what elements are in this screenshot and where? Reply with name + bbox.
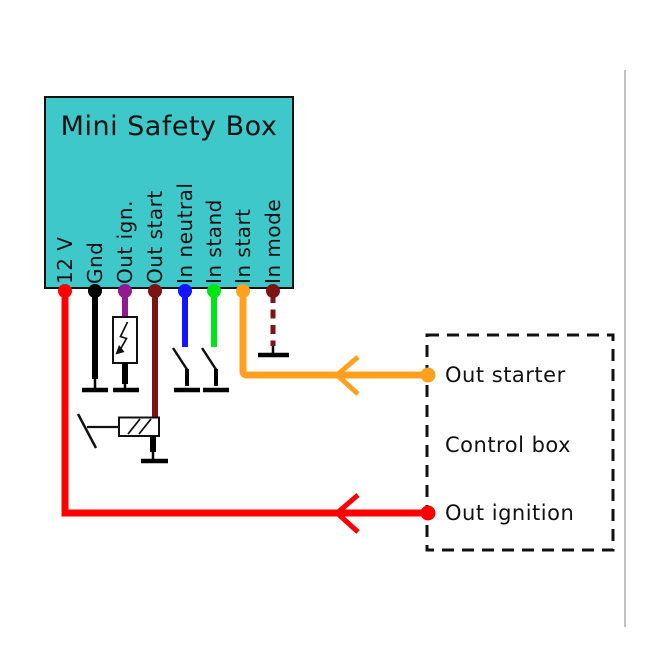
pin-dot-in-mode — [266, 284, 280, 298]
terminal-dot-out-ignition — [420, 505, 436, 521]
pin-label-in-start: In start — [231, 208, 255, 284]
switch-blade-neutral — [171, 347, 189, 371]
relay-switch-blade — [76, 413, 98, 449]
pin-label-in-mode: In mode — [261, 198, 285, 284]
control-box-name: Control box — [445, 433, 572, 457]
control-box — [425, 333, 615, 552]
control-box-port-out-starter: Out starter — [445, 363, 566, 387]
wire-12v — [61, 291, 428, 517]
mini-safety-box — [44, 96, 294, 289]
pin-label-gnd: Gnd — [83, 241, 107, 284]
terminal-dot-out-starter — [420, 367, 436, 383]
safety-box-title: Mini Safety Box — [60, 111, 278, 142]
pin-label-out-ign: Out ign. — [113, 200, 137, 284]
pin-dot-in-neutral — [178, 284, 192, 298]
pin-dot-12v — [58, 284, 72, 298]
pin-label-12v: 12 V — [53, 236, 77, 285]
pin-dot-in-stand — [207, 284, 221, 298]
pin-dot-out-ign — [118, 284, 132, 298]
relay-hatch-2 — [138, 418, 152, 435]
control-box-port-out-ignition: Out ignition — [445, 501, 575, 525]
wire-in-start — [239, 291, 428, 379]
flash-arrowhead-icon — [115, 345, 125, 355]
relay-hatch-1 — [127, 418, 141, 435]
pin-label-in-stand: In stand — [202, 199, 226, 284]
arrow-starter — [333, 355, 360, 396]
pin-dot-gnd — [88, 284, 102, 298]
flash-arrow-icon — [119, 321, 129, 351]
pin-dot-in-start — [236, 284, 250, 298]
switch-blade-stand — [200, 347, 218, 371]
pin-label-in-neutral: In neutral — [173, 182, 197, 284]
pin-label-out-start: Out start — [143, 190, 167, 284]
arrow-ignition — [333, 493, 360, 534]
pin-dot-out-start — [148, 284, 162, 298]
